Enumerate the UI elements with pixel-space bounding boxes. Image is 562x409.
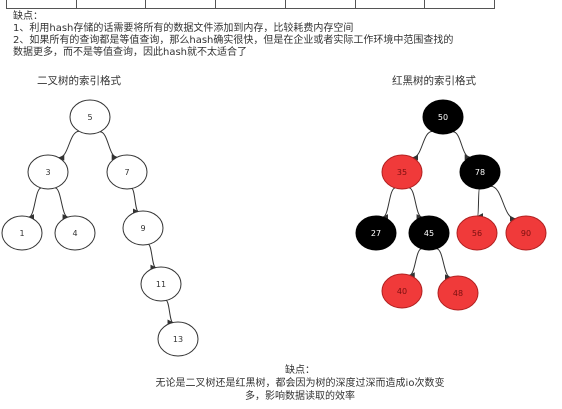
binary-tree-node: 5	[69, 99, 111, 135]
rb-tree-black-node-shape	[422, 99, 464, 135]
note-title: 缺点：	[13, 11, 43, 22]
binary-tree-edge	[54, 187, 69, 221]
note-line-2: 多，影响数据读取的效率	[245, 391, 355, 402]
table-cell	[7, 0, 77, 8]
rb-tree-black-node: 50	[422, 99, 464, 135]
table-cell	[77, 0, 147, 8]
rb-tree-red-node: 40	[381, 273, 423, 309]
note-line-1: 无论是二叉树还是红黑树，都会因为树的深度过深而造成io次数变	[155, 378, 445, 389]
binary-tree-node-shape	[27, 154, 69, 190]
table-cell	[356, 0, 426, 8]
binary-tree-node-shape	[54, 215, 96, 251]
binary-tree-node-label: 3	[45, 168, 50, 177]
rb-tree-red-node-shape	[381, 154, 423, 190]
binary-tree-node-shape	[122, 210, 164, 246]
binary-tree-node: 1	[1, 215, 43, 251]
rb-tree-red-node-label: 35	[397, 168, 407, 177]
binary-tree-node-label: 11	[156, 280, 166, 289]
rb-tree-red-node: 35	[381, 154, 423, 190]
binary-tree-node: 7	[106, 154, 148, 190]
rb-tree-red-node-shape	[456, 215, 498, 251]
binary-tree-edge	[131, 188, 139, 215]
binary-tree-node: 11	[140, 266, 182, 302]
note-line-1: 1、利用hash存储的话需要将所有的数据文件添加到内存，比较耗费内存空间	[13, 23, 354, 34]
rb-tree-red-node-label: 40	[397, 287, 407, 296]
binary-tree-node-label: 7	[124, 168, 129, 177]
binary-tree-node-label: 9	[140, 224, 145, 233]
rb-tree-edge	[477, 188, 484, 219]
rb-tree-black-node-label: 50	[438, 113, 448, 122]
binary-tree-node-label: 5	[87, 113, 92, 122]
note-line-3: 数据更多，而不是等值查询，因此hash就不太适合了	[13, 47, 248, 58]
binary-tree-node-shape	[140, 266, 182, 302]
binary-tree-node-shape	[69, 99, 111, 135]
tree-drawbacks-note: 缺点： 无论是二叉树还是红黑树，都会因为树的深度过深而造成io次数变 多，影响数…	[110, 364, 490, 403]
rb-tree-red-node-label: 56	[472, 229, 482, 238]
binary-tree-node-shape	[1, 215, 43, 251]
binary-tree-node-label: 4	[72, 229, 77, 238]
binary-tree-edge	[165, 299, 174, 326]
rb-tree-red-node-shape	[437, 275, 479, 311]
rb-tree-red-node-label: 48	[453, 289, 463, 298]
binary-tree-edge	[58, 130, 80, 161]
rb-tree-caption: 红黑树的索引格式	[392, 75, 476, 87]
rb-tree-edge	[382, 187, 396, 220]
rb-tree-edge	[436, 248, 451, 281]
binary-tree-edge	[99, 131, 118, 161]
partial-table	[6, 0, 495, 9]
rb-tree-black-node: 27	[355, 215, 397, 251]
table-cell	[146, 0, 217, 8]
rb-tree-black-node: 78	[459, 154, 501, 190]
binary-tree-node: 4	[54, 215, 96, 251]
table-cell	[216, 0, 286, 8]
rb-tree-red-node-shape	[381, 273, 423, 309]
rb-tree-black-node-shape	[459, 154, 501, 190]
binary-tree-node: 3	[27, 154, 69, 190]
rb-tree-edge	[408, 187, 423, 221]
binary-tree-node: 9	[122, 210, 164, 246]
rb-tree-edge	[408, 248, 422, 279]
rb-tree-black-node: 45	[408, 215, 450, 251]
binary-tree-caption: 二叉树的索引格式	[37, 75, 121, 87]
binary-tree-edge	[28, 187, 42, 220]
rb-tree-edge	[490, 185, 516, 222]
binary-tree-node: 13	[157, 321, 199, 357]
hash-drawbacks-note: 缺点： 1、利用hash存储的话需要将所有的数据文件添加到内存，比较耗费内存空间…	[13, 11, 558, 59]
rb-tree-red-node-shape	[505, 215, 547, 251]
rb-tree-red-node: 56	[456, 215, 498, 251]
binary-tree-node-shape	[106, 154, 148, 190]
rb-tree-black-node-label: 45	[424, 229, 434, 238]
rb-tree-edge	[412, 130, 433, 161]
binary-tree-node-label: 13	[173, 335, 183, 344]
rb-tree-red-node: 90	[505, 215, 547, 251]
rb-tree-black-node-label: 27	[371, 229, 381, 238]
binary-tree-node-label: 1	[19, 229, 24, 238]
note-title: 缺点：	[285, 365, 315, 376]
binary-tree-edge	[147, 243, 157, 271]
note-line-2: 2、如果所有的查询都是等值查询，那么hash确实很快，但是在企业或者实际工作环境…	[13, 35, 454, 46]
rb-tree-black-node-shape	[408, 215, 450, 251]
rb-tree-black-node-label: 78	[475, 168, 485, 177]
table-cell	[286, 0, 356, 8]
rb-tree-black-node-shape	[355, 215, 397, 251]
rb-tree-red-node: 48	[437, 275, 479, 311]
rb-tree-edge	[452, 131, 471, 161]
rb-tree-red-node-label: 90	[521, 229, 531, 238]
binary-tree-node-shape	[157, 321, 199, 357]
